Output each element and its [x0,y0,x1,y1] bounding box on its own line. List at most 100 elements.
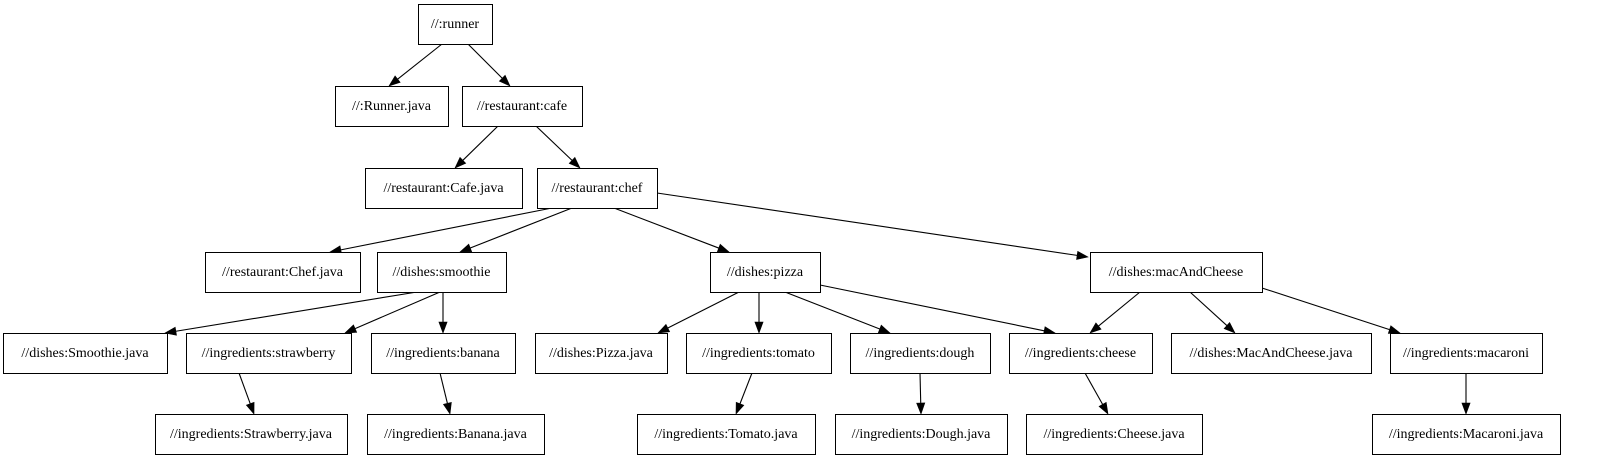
graph-edge-dishes_pizza-to-ing_dough [784,291,891,334]
edge-line [613,207,719,249]
node-box[interactable] [637,414,816,455]
node-box[interactable] [1171,333,1372,374]
edge-line [919,372,922,404]
node-label: //ingredients:cheese [1025,346,1136,361]
node-box[interactable] [1390,333,1543,374]
node-box[interactable] [1026,414,1203,455]
arrowhead-icon [916,402,926,415]
arrowhead-icon [388,75,401,87]
node-box[interactable] [1009,333,1153,374]
graph-node-ing_banana[interactable]: //ingredients:banana [371,333,516,374]
node-box[interactable] [3,333,168,374]
node-label: //ingredients:Strawberry.java [170,427,333,442]
node-label: //ingredients:banana [386,346,500,361]
arrowhead-icon [344,324,358,334]
node-box[interactable] [710,252,821,293]
node-label: //dishes:pizza [727,265,804,280]
graph-node-ing_strawberry[interactable]: //ingredients:strawberry [186,333,352,374]
graph-node-cafe_java[interactable]: //restaurant:Cafe.java [365,168,523,209]
arrowhead-icon [1387,325,1401,334]
node-box[interactable] [418,4,493,45]
graph-node-ing_tomato[interactable]: //ingredients:tomato [686,333,832,374]
node-box[interactable] [850,333,991,374]
graph-node-chef_java[interactable]: //restaurant:Chef.java [205,252,361,293]
node-label: //dishes:Smoothie.java [21,346,149,361]
graph-node-ing_cheese[interactable]: //ingredients:cheese [1009,333,1153,374]
node-label: //ingredients:Dough.java [852,427,992,442]
graph-edge-ing_cheese-to-cheese_java [1084,372,1109,415]
node-box[interactable] [535,333,668,374]
graph-node-runner[interactable]: //:runner [418,4,493,45]
node-box[interactable] [205,252,361,293]
graph-edge-restaurant_chef-to-chef_java [329,207,553,255]
graph-node-runner_java[interactable]: //:Runner.java [335,86,449,127]
arrowhead-icon [1223,322,1236,334]
node-label: //ingredients:tomato [702,346,815,361]
node-box[interactable] [155,414,348,455]
graph-node-banana_java[interactable]: //ingredients:Banana.java [367,414,545,455]
graph-edge-dishes_macandchee-to-ing_cheese [1089,291,1141,334]
node-box[interactable] [537,168,658,209]
node-box[interactable] [462,86,583,127]
node-label: //:Runner.java [352,99,432,114]
node-box[interactable] [1372,414,1561,455]
node-box[interactable] [835,414,1008,455]
graph-node-tomato_java[interactable]: //ingredients:Tomato.java [637,414,816,455]
graph-edge-dishes_smoothie-to-ing_banana [438,292,448,334]
graph-node-macandcheese_java[interactable]: //dishes:MacAndCheese.java [1171,333,1372,374]
node-label: //ingredients:Tomato.java [654,427,798,442]
edge-line [656,192,1078,256]
graph-edge-dishes_smoothie-to-smoothie_java [164,291,418,336]
edge-line [340,207,553,251]
graph-node-ing_dough[interactable]: //ingredients:dough [850,333,991,374]
edge-line [1098,291,1141,327]
graph-node-dishes_smoothie[interactable]: //dishes:smoothie [377,252,507,293]
node-box[interactable] [371,333,516,374]
graph-edge-runner-to-runner_java [388,43,443,87]
node-label: //ingredients:Cheese.java [1043,427,1185,442]
graph-node-strawberry_java[interactable]: //ingredients:Strawberry.java [155,414,348,455]
node-label: //dishes:MacAndCheese.java [1190,346,1354,361]
graph-node-dough_java[interactable]: //ingredients:Dough.java [835,414,1008,455]
graph-node-pizza_java[interactable]: //dishes:Pizza.java [535,333,668,374]
node-box[interactable] [335,86,449,127]
node-label: //dishes:smoothie [393,265,491,280]
graph-node-dishes_macandchee[interactable]: //dishes:macAndCheese [1090,252,1263,293]
arrowhead-icon [459,243,473,253]
edge-line [1261,287,1390,331]
edge-line [1189,291,1228,326]
edge-line [667,291,740,329]
node-box[interactable] [365,168,523,209]
graph-edge-dishes_macandchee-to-ing_macaroni [1261,287,1401,334]
graph-edge-dishes_smoothie-to-ing_strawberry [344,291,441,334]
arrowhead-icon [754,321,764,334]
edge-line [819,284,1045,332]
graph-edge-ing_dough-to-dough_java [916,372,926,415]
graph-node-restaurant_cafe[interactable]: //restaurant:cafe [462,86,583,127]
arrowhead-icon [454,156,467,169]
edge-layer [164,43,1471,415]
arrowhead-icon [568,156,581,169]
arrowhead-icon [877,324,891,334]
arrowhead-icon [735,401,745,415]
graph-edge-ing_banana-to-banana_java [439,372,452,415]
graph-edge-dishes_macandchee-to-macandcheese_java [1189,291,1236,334]
arrowhead-icon [1098,401,1109,415]
arrowhead-icon [716,243,730,253]
node-label: //restaurant:Cafe.java [383,181,504,196]
node-label: //dishes:Pizza.java [549,346,654,361]
node-box[interactable] [186,333,352,374]
node-box[interactable] [377,252,507,293]
graph-node-macaroni_java[interactable]: //ingredients:Macaroni.java [1372,414,1561,455]
graph-edge-restaurant_chef-to-dishes_macandchee [656,192,1089,260]
graph-node-dishes_pizza[interactable]: //dishes:pizza [710,252,821,293]
graph-node-smoothie_java[interactable]: //dishes:Smoothie.java [3,333,168,374]
graph-node-cheese_java[interactable]: //ingredients:Cheese.java [1026,414,1203,455]
node-box[interactable] [686,333,832,374]
graph-node-restaurant_chef[interactable]: //restaurant:chef [537,168,658,209]
node-box[interactable] [1090,252,1263,293]
edge-line [238,372,251,404]
node-box[interactable] [367,414,545,455]
graph-node-ing_macaroni[interactable]: //ingredients:macaroni [1390,333,1543,374]
